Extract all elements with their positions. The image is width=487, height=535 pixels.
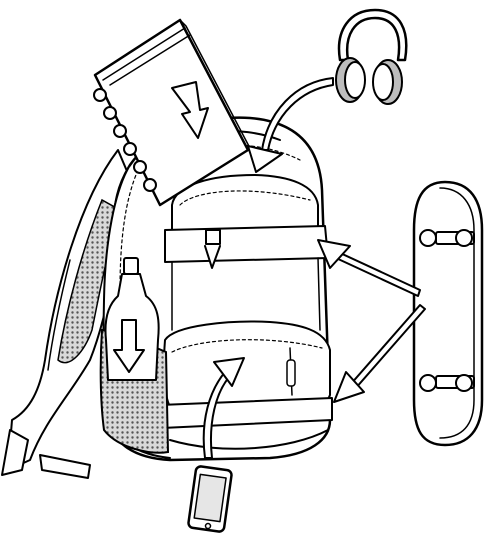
- arrow-phone: [202, 357, 245, 459]
- arrow-skateboard-lower: [333, 304, 426, 403]
- arrow-skateboard-upper: [317, 239, 421, 297]
- phone-icon: [187, 465, 233, 533]
- arrow-headphones: [247, 77, 334, 173]
- skateboard-icon: [412, 180, 484, 447]
- bottle-icon: [104, 257, 160, 381]
- headphones-icon: [335, 8, 408, 105]
- shoulder-strap: [1, 149, 136, 479]
- notebook-icon: [93, 18, 253, 207]
